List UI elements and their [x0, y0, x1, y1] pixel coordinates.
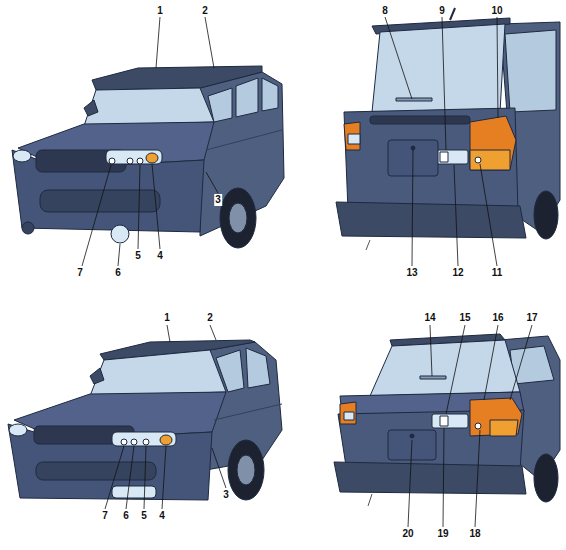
- callout-number: 7: [101, 510, 109, 522]
- callout-number: 4: [158, 510, 166, 522]
- callout-number: 2: [206, 312, 214, 324]
- callout-number: 16: [491, 312, 504, 324]
- callout-number: 13: [405, 267, 418, 279]
- callout-number: 5: [134, 250, 142, 262]
- callout-number: 7: [76, 267, 84, 279]
- callout-number: 4: [156, 250, 164, 262]
- callout-number: 2: [201, 5, 209, 17]
- callout-number: 14: [423, 312, 436, 324]
- leader-lines: [82, 17, 532, 527]
- callout-number: 6: [122, 510, 130, 522]
- callout-number: 15: [458, 312, 471, 324]
- wagon-front: [12, 66, 284, 248]
- wagon-rear: [336, 8, 560, 250]
- callout-number: 1: [163, 312, 171, 324]
- callout-number: 17: [525, 312, 538, 324]
- callout-number: 11: [491, 267, 504, 279]
- callout-number: 10: [490, 5, 503, 17]
- callout-number: 3: [222, 489, 230, 501]
- callout-number: 9: [438, 5, 446, 17]
- callout-number: 1: [156, 5, 164, 17]
- callout-number: 12: [451, 267, 464, 279]
- sedan-rear: [334, 334, 560, 506]
- callout-number: 20: [401, 528, 414, 540]
- callout-number: 19: [436, 528, 449, 540]
- callout-number: 18: [468, 528, 481, 540]
- callout-number: 5: [140, 510, 148, 522]
- callout-number: 8: [381, 5, 389, 17]
- callout-number: 3: [214, 194, 222, 206]
- callout-number: 6: [114, 267, 122, 279]
